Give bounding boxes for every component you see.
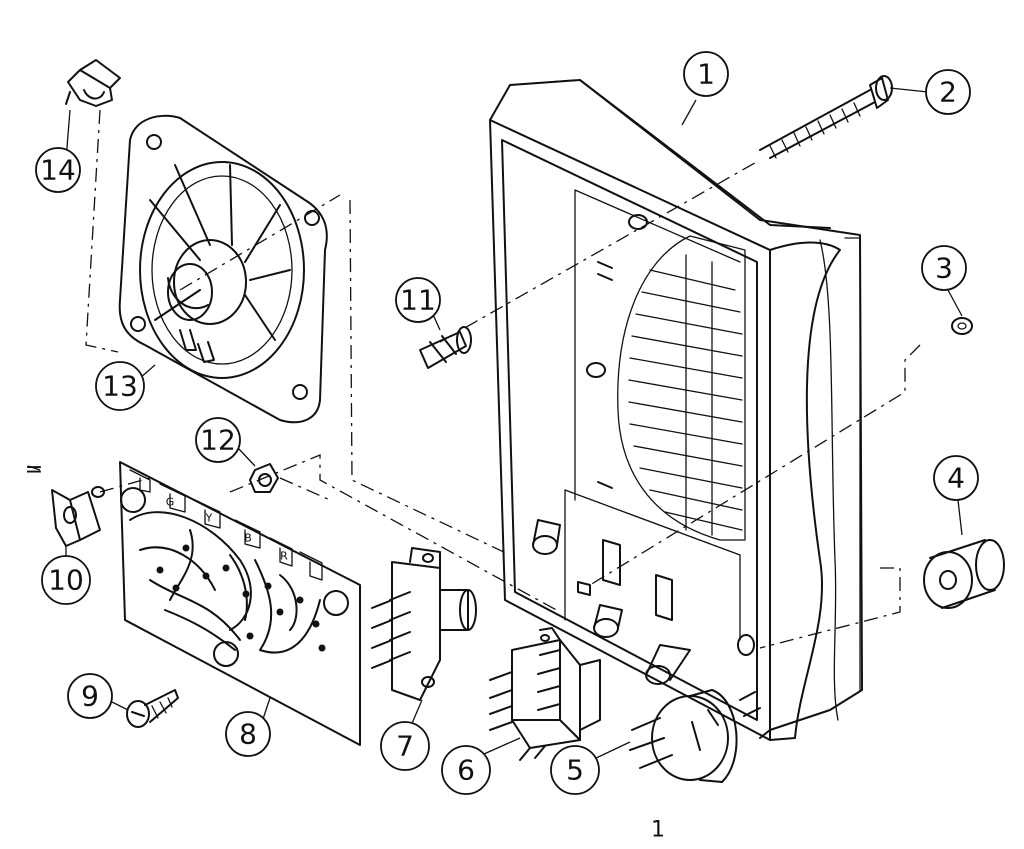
callout-2: 2 (925, 69, 971, 115)
callout-8: 8 (225, 711, 271, 757)
assembly-lines (27, 109, 921, 649)
pcb-label-g: G (166, 496, 175, 509)
callout-5: 5 (550, 745, 600, 795)
callout-10: 10 (41, 555, 91, 605)
edge-mark: = (25, 458, 43, 483)
screw-part-2 (759, 75, 893, 159)
svg-text:9: 9 (81, 680, 99, 713)
svg-text:14: 14 (40, 154, 76, 187)
callout-7: 7 (380, 721, 430, 771)
callout-14: 14 (35, 147, 81, 193)
clip-part-10 (51, 486, 105, 547)
callout-4: 4 (933, 455, 979, 501)
clip-part-14 (65, 59, 121, 107)
callout-13: 13 (95, 361, 145, 411)
svg-text:2: 2 (939, 76, 957, 109)
pcb-traces (129, 511, 321, 654)
svg-text:3: 3 (935, 252, 953, 285)
pcb-label-y: Y (205, 512, 213, 525)
svg-text:12: 12 (200, 424, 236, 457)
callout-9: 9 (67, 673, 113, 719)
callout-1: 1 (683, 51, 729, 97)
speaker-grille-slots (628, 254, 743, 536)
terminal-bracket-part-7 (371, 547, 477, 701)
callout-11: 11 (395, 277, 441, 323)
svg-text:11: 11 (400, 284, 436, 317)
page-mark: 1 (651, 818, 665, 843)
speaker-part-13 (118, 114, 328, 424)
svg-text:1: 1 (697, 58, 715, 91)
svg-text:10: 10 (48, 564, 84, 597)
round-plug-part-5 (629, 689, 761, 783)
small-nut-part-3 (951, 317, 973, 335)
callout-3: 3 (921, 245, 967, 291)
callout-6: 6 (441, 745, 491, 795)
callout-12: 12 (195, 417, 241, 463)
svg-text:13: 13 (102, 370, 138, 403)
circuit-board-part-8: G Y B R (119, 461, 361, 746)
svg-text:7: 7 (396, 730, 414, 763)
pcb-terminal-tabs (129, 469, 323, 581)
pcb-label-r: R (280, 550, 288, 563)
switch-block-part-6 (489, 627, 601, 761)
rivet-part-11 (419, 326, 472, 369)
pcb-label-b: B (244, 532, 252, 545)
svg-text:4: 4 (947, 462, 965, 495)
housing-part-1 (489, 79, 863, 741)
svg-text:5: 5 (566, 754, 584, 787)
svg-text:6: 6 (457, 754, 475, 787)
screw-part-9 (126, 689, 179, 728)
svg-text:8: 8 (239, 718, 257, 751)
pcb-solder-points (156, 544, 326, 652)
knob-part-4 (923, 539, 1005, 609)
